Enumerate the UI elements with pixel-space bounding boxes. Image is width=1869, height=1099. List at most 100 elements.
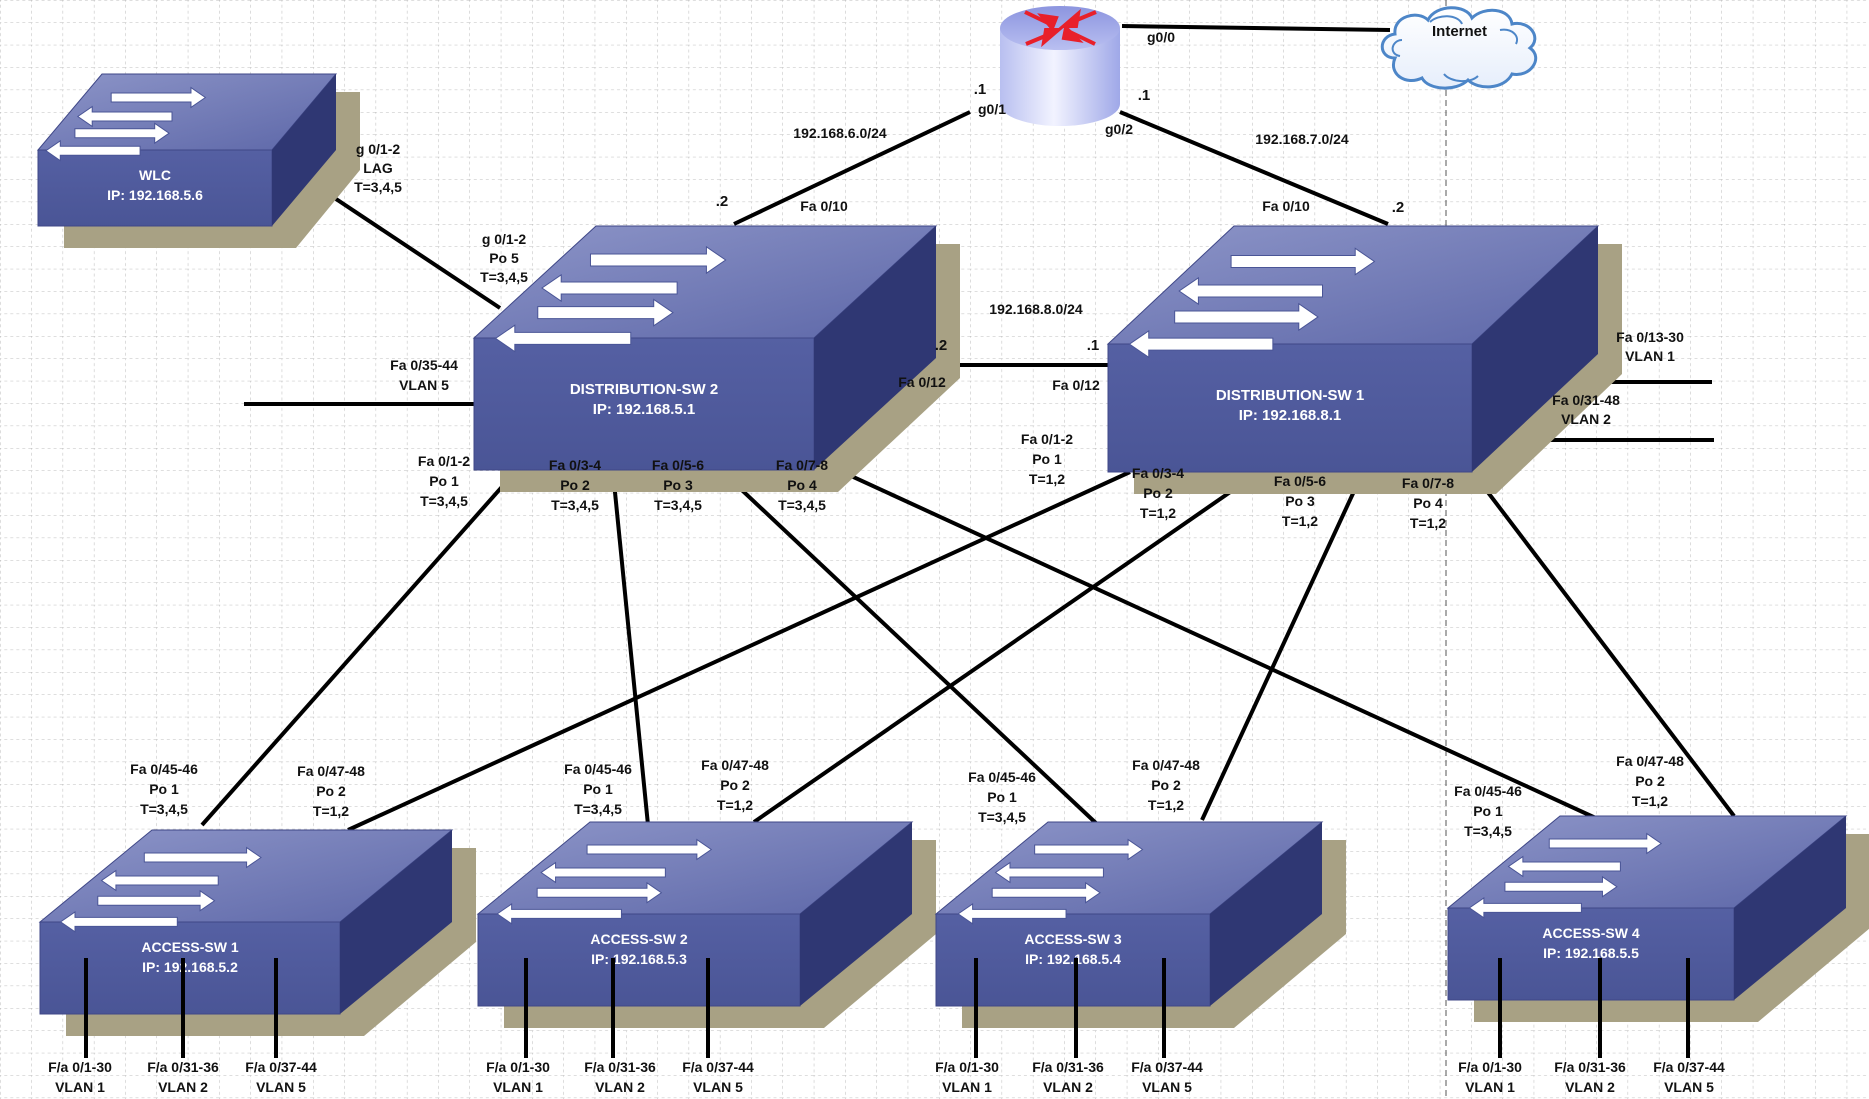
access-sw-4-arrow-icon-4 — [1468, 897, 1582, 919]
access1-ports-1-label-line-2: VLAN 1 — [55, 1079, 105, 1095]
access3-ports-3-label-line-1: F/a 0/37-44 — [1131, 1059, 1203, 1075]
access-sw-4-arrow-icon-3 — [1504, 875, 1618, 898]
internet-cloud[interactable]: Internet — [1380, 6, 1538, 90]
access-sw-1-arrow-icon-3 — [97, 889, 216, 912]
link-dist1-access2[interactable] — [752, 468, 1264, 824]
wlc-arrow-icon-1 — [110, 86, 207, 109]
access-sw-1[interactable]: ACCESS-SW 1IP: 192.168.5.2 — [38, 829, 476, 1036]
wlc-link-label-line-2: LAG — [363, 160, 393, 176]
dist1[interactable]: DISTRIBUTION-SW 1IP: 192.168.8.1 — [1106, 225, 1622, 494]
dist2-arrow-icon-4 — [494, 324, 632, 353]
dist1-downlink-4-label-line-2: Po 4 — [1413, 495, 1443, 511]
access4-po2-label-line-3: T=1,2 — [1632, 793, 1668, 809]
dist2-inter-addr: .2 — [935, 337, 948, 354]
access-sw-4-ip: IP: 192.168.5.5 — [1543, 945, 1639, 961]
dist2-wlc-link-label-line-2: Po 5 — [489, 250, 519, 266]
dist2-front — [473, 337, 815, 471]
dist2-downlink-3-label-line-1: Fa 0/5-6 — [652, 457, 704, 473]
access2-po1-label-line-1: Fa 0/45-46 — [564, 761, 632, 777]
access-sw-3[interactable]: ACCESS-SW 3IP: 192.168.5.4 — [934, 821, 1346, 1028]
dist1-downlink-2-label-line-3: T=1,2 — [1140, 505, 1176, 521]
link-dist1-access4[interactable] — [1472, 472, 1736, 818]
access3-ports-1-label-line-2: VLAN 1 — [942, 1079, 992, 1095]
access1-ports-3-label-line-1: F/a 0/37-44 — [245, 1059, 317, 1075]
link-dist2-access4[interactable] — [811, 456, 1601, 822]
dist1-right-ports-2-label-line-1: Fa 0/31-48 — [1552, 392, 1620, 408]
router[interactable] — [1000, 6, 1120, 126]
dist2-inter-port: Fa 0/12 — [898, 374, 946, 390]
access4-po2-label-line-1: Fa 0/47-48 — [1616, 753, 1684, 769]
access2-ports-1-label-line-1: F/a 0/1-30 — [486, 1059, 550, 1075]
dist1-inter-addr: .1 — [1087, 337, 1100, 354]
dist2-downlink-1-label-line-2: Po 1 — [429, 473, 459, 489]
wlc-arrow-icon-3 — [74, 122, 170, 145]
access1-po2-label-line-2: Po 2 — [316, 783, 346, 799]
dist1-downlink-3-label-line-2: Po 3 — [1285, 493, 1315, 509]
link-dist1-access3[interactable] — [1200, 473, 1364, 821]
dist2[interactable]: DISTRIBUTION-SW 2IP: 192.168.5.1 — [472, 225, 960, 492]
access-sw-1-name: ACCESS-SW 1 — [141, 939, 238, 955]
access3-ports-2-label-line-2: VLAN 2 — [1043, 1079, 1093, 1095]
router-arrows-icon — [1024, 8, 1097, 48]
dist1-right-ports-1-label-line-2: VLAN 1 — [1625, 348, 1675, 364]
link-dist1-access1[interactable] — [347, 470, 1131, 832]
access4-po1-label-line-1: Fa 0/45-46 — [1454, 783, 1522, 799]
dist1-downlink-3-label-line-1: Fa 0/5-6 — [1274, 473, 1326, 489]
dist2-downlink-4-label-line-3: T=3,4,5 — [778, 497, 826, 513]
link-router-internet[interactable] — [1121, 24, 1391, 32]
access1-ports-2-label-line-1: F/a 0/31-36 — [147, 1059, 219, 1075]
dist2-downlink-4-label-line-2: Po 4 — [787, 477, 817, 493]
dist2-downlink-3-label-line-3: T=3,4,5 — [654, 497, 702, 513]
router-port-g00: g0/0 — [1147, 29, 1175, 45]
access1-po2-label-line-3: T=1,2 — [313, 803, 349, 819]
dist1-ip: IP: 192.168.8.1 — [1239, 407, 1342, 424]
access2-po2-label-line-3: T=1,2 — [717, 797, 753, 813]
access1-po2-label-line-1: Fa 0/47-48 — [297, 763, 365, 779]
access-sw-4[interactable]: ACCESS-SW 4IP: 192.168.5.5 — [1446, 815, 1869, 1022]
router-addr-right: .1 — [1138, 87, 1151, 104]
wlc-link-label-line-3: T=3,4,5 — [354, 179, 402, 195]
access2-po2-label-line-2: Po 2 — [720, 777, 750, 793]
access1-po1-label-line-1: Fa 0/45-46 — [130, 761, 198, 777]
access3-po2-label-line-1: Fa 0/47-48 — [1132, 757, 1200, 773]
access4-po2-label-line-2: Po 2 — [1635, 773, 1665, 789]
link-dist2-access1[interactable] — [200, 460, 526, 827]
access-sw-4-side — [1734, 816, 1846, 1000]
dist1-downlink-3-label-line-3: T=1,2 — [1282, 513, 1318, 529]
access-sw-1-side — [340, 830, 452, 1014]
access1-ports-3-label-line-2: VLAN 5 — [256, 1079, 306, 1095]
wlc-ip: IP: 192.168.5.6 — [107, 187, 203, 203]
wlc-side — [272, 74, 336, 226]
dist1-arrow-icon-1 — [1230, 247, 1376, 276]
network-label-inter: 192.168.8.0/24 — [989, 301, 1083, 317]
router-port-g01: g0/1 — [978, 101, 1006, 117]
dist2-name: DISTRIBUTION-SW 2 — [570, 381, 718, 398]
dist1-arrow-icon-3 — [1174, 302, 1319, 332]
access-sw-1-arrow-icon-1 — [143, 846, 262, 869]
link-dist2-access3[interactable] — [710, 460, 1100, 827]
link-dist2-access2[interactable] — [610, 461, 650, 826]
access2-ports-1-label-line-2: VLAN 1 — [493, 1079, 543, 1095]
access1-po1-label-line-2: Po 1 — [149, 781, 179, 797]
access4-po1-label-line-3: T=3,4,5 — [1464, 823, 1512, 839]
dist1-downlink-4-label-line-3: T=1,2 — [1410, 515, 1446, 531]
access-sw-1-arrow-icon-2 — [100, 869, 219, 892]
access1-ports-2-label-line-2: VLAN 2 — [158, 1079, 208, 1095]
cloud-icon — [1380, 6, 1538, 90]
access2-po1-label-line-2: Po 1 — [583, 781, 613, 797]
access4-po1-label-line-2: Po 1 — [1473, 803, 1503, 819]
network-label-right: 192.168.7.0/24 — [1255, 131, 1349, 147]
router-addr-left: .1 — [974, 81, 987, 98]
link-router-dist2[interactable] — [733, 110, 971, 226]
link-router-dist1[interactable] — [1119, 110, 1389, 226]
access-sw-3-arrow-icon-2 — [994, 861, 1104, 884]
access3-ports-2-label-line-1: F/a 0/31-36 — [1032, 1059, 1104, 1075]
dist2-uplink-addr: .2 — [716, 193, 729, 210]
link-wlc-dist2[interactable] — [310, 181, 502, 310]
dist2-wlc-link-label-line-3: T=3,4,5 — [480, 269, 528, 285]
access3-po2-label-line-2: Po 2 — [1151, 777, 1181, 793]
